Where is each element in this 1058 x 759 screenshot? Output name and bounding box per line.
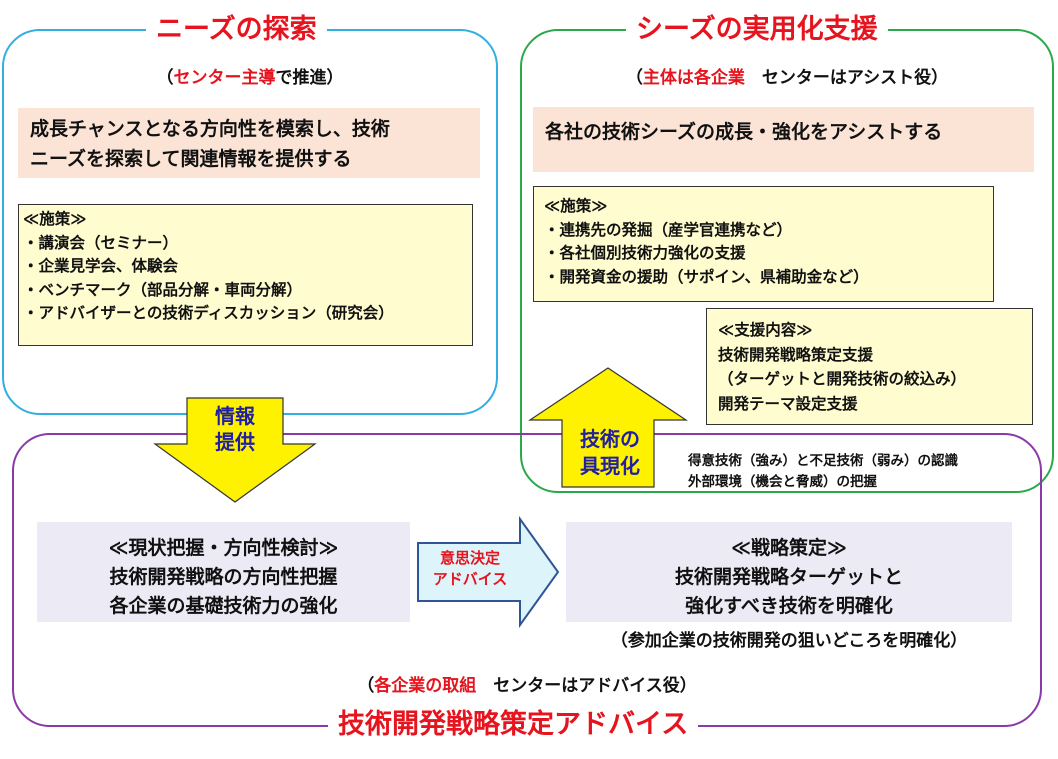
arrow-label-line: 提供 <box>215 430 255 454</box>
measure-item: ・開発資金の援助（サポイン、県補助金など） <box>544 267 869 286</box>
decision-advice-arrow <box>417 515 560 629</box>
arrow-label-line: 意思決定 <box>439 549 500 567</box>
seeds-description-line: 各社の技術シーズの成長・強化をアシストする <box>545 121 943 143</box>
needs-description-line: 成長チャンスとなる方向性を模索し、技術 <box>30 118 390 140</box>
subtitle-red-text: センター主導 <box>173 68 276 88</box>
support-item: 技術開発戦略策定支援 <box>718 345 874 364</box>
decision-advice-label: 意思決定 アドバイス <box>418 548 522 590</box>
measure-item: ・連携先の発掘（産学官連携など） <box>544 220 793 239</box>
strategy-note: （参加企業の技術開発の狙いどころを明確化） <box>610 631 968 651</box>
needs-description-box: 成長チャンスとなる方向性を模索し、技術 ニーズを探索して関連情報を提供する <box>18 108 480 178</box>
box-line: 各企業の基礎技術力の強化 <box>109 595 338 617</box>
subtitle-red-text: 各企業の取組 <box>374 676 477 696</box>
strategy-advice-title: 技術開発戦略策定アドバイス <box>328 706 699 744</box>
seeds-support-title: シーズの実用化支援 <box>626 12 888 48</box>
subtitle-paren-open: （ <box>625 68 643 88</box>
arrow-label-line: 情報 <box>215 404 255 428</box>
measure-item: ・講演会（セミナー） <box>23 233 179 252</box>
seeds-support-subtitle: （主体は各企業 センターはアシスト役） <box>520 67 1054 89</box>
box-heading: ≪戦略策定≫ <box>731 537 847 559</box>
subtitle-paren-open: （ <box>357 676 375 696</box>
needs-exploration-title: ニーズの探索 <box>146 12 327 48</box>
support-item: （ターゲットと開発技術の絞込み） <box>718 370 967 388</box>
tech-realization-label: 技術の 具現化 <box>562 426 658 480</box>
measure-item: ・各社個別技術力強化の支援 <box>544 244 746 262</box>
box-line: 技術開発戦略の方向性把握 <box>109 566 338 588</box>
box-heading: ≪現状把握・方向性検討≫ <box>108 537 339 559</box>
strategy-advice-subtitle: （各企業の取組 センターはアドバイス役） <box>12 675 1042 697</box>
strategy-formulation-box: ≪戦略策定≫ 技術開発戦略ターゲットと 強化すべき技術を明確化 <box>566 522 1012 622</box>
tech-realization-arrow <box>528 367 688 488</box>
subtitle-paren-open: （ <box>156 68 174 88</box>
subtitle-rest: センターはアシスト役） <box>744 68 949 88</box>
arrow-label-line: 具現化 <box>580 454 640 478</box>
note-line: 得意技術（強み）と不足技術（弱み）の認識 <box>688 453 958 469</box>
needs-measures-box: ≪施策≫ ・講演会（セミナー） ・企業見学会、体験会 ・ベンチマーク（部品分解・… <box>18 204 473 346</box>
info-provision-arrow <box>153 397 317 503</box>
arrow-label-line: アドバイス <box>432 570 508 588</box>
subtitle-red-text: 主体は各企業 <box>642 68 745 88</box>
seeds-description-box: 各社の技術シーズの成長・強化をアシストする <box>533 107 1034 172</box>
seeds-measures-box: ≪施策≫ ・連携先の発掘（産学官連携など） ・各社個別技術力強化の支援 ・開発資… <box>533 186 994 302</box>
support-heading: ≪支援内容≫ <box>718 321 813 339</box>
measure-item: ・アドバイザーとの技術ディスカッション（研究会） <box>23 304 394 322</box>
needs-description-line: ニーズを探索して関連情報を提供する <box>30 148 352 170</box>
needs-exploration-subtitle: （センター主導で推進） <box>0 67 500 89</box>
measure-item: ・企業見学会、体験会 <box>23 257 179 275</box>
subtitle-rest: で推進） <box>275 68 344 88</box>
note-line: 外部環境（機会と脅威）の把握 <box>688 474 877 490</box>
measure-item: ・ベンチマーク（部品分解・車両分解） <box>23 280 303 299</box>
support-content-box: ≪支援内容≫ 技術開発戦略策定支援 （ターゲットと開発技術の絞込み） 開発テーマ… <box>706 308 1033 425</box>
recognition-note: 得意技術（強み）と不足技術（弱み）の認識 外部環境（機会と脅威）の把握 <box>688 451 958 493</box>
support-item: 開発テーマ設定支援 <box>718 394 858 413</box>
box-line: 技術開発戦略ターゲットと <box>674 566 903 588</box>
subtitle-rest: センターはアドバイス役） <box>476 676 697 696</box>
arrow-label-line: 技術の <box>580 427 640 451</box>
measures-heading: ≪施策≫ <box>23 210 87 228</box>
current-status-box: ≪現状把握・方向性検討≫ 技術開発戦略の方向性把握 各企業の基礎技術力の強化 <box>37 522 410 622</box>
info-provision-label: 情報 提供 <box>185 403 285 455</box>
box-line: 強化すべき技術を明確化 <box>685 595 893 617</box>
measures-heading: ≪施策≫ <box>544 197 608 215</box>
